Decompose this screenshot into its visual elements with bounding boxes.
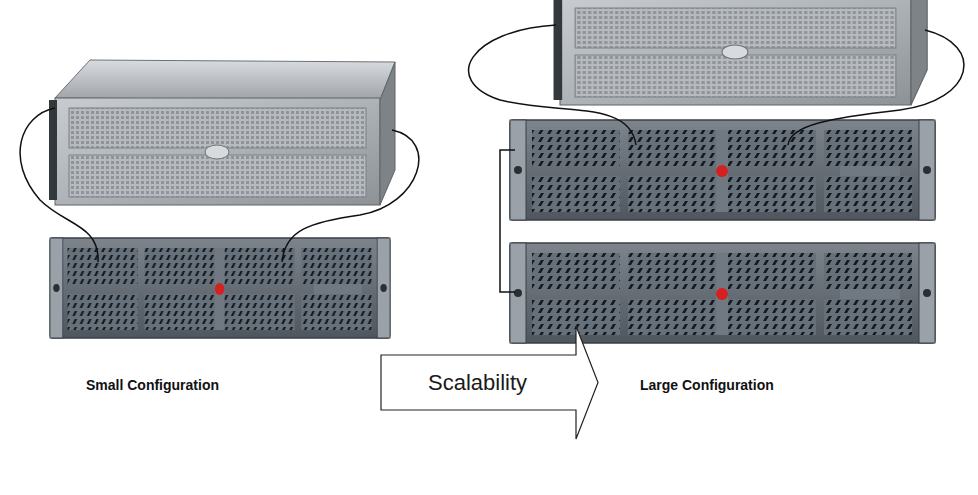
cable bbox=[282, 130, 419, 262]
server-large bbox=[554, 0, 928, 105]
cable bbox=[788, 30, 964, 145]
arrow-label: Scalability bbox=[428, 370, 527, 396]
storage-array-large-1 bbox=[510, 120, 935, 220]
cable bbox=[500, 150, 515, 292]
arrow-shape bbox=[381, 326, 598, 439]
block-arrow: Scalability bbox=[380, 325, 600, 440]
storage-array-large-2 bbox=[510, 243, 935, 343]
cable bbox=[469, 25, 636, 145]
configuration-caption: Large Configuration bbox=[640, 377, 774, 393]
server-small bbox=[49, 60, 395, 205]
cable bbox=[20, 108, 98, 262]
storage-array-small bbox=[50, 238, 390, 338]
configuration-caption: Small Configuration bbox=[86, 377, 219, 393]
